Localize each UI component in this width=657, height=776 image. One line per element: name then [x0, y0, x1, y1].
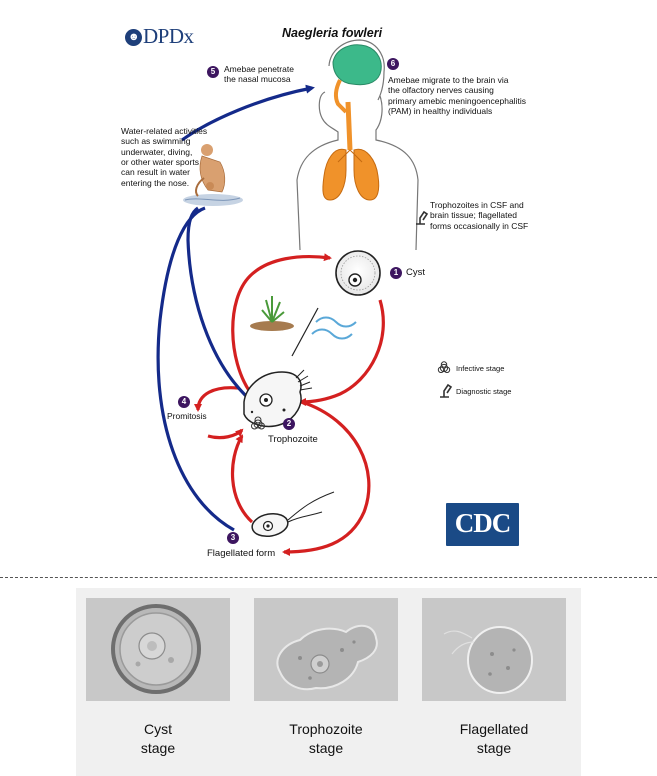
life-cycle-artwork: [156, 39, 453, 556]
step-6-label: Amebae migrate to the brain via the olfa…: [388, 75, 526, 117]
legend-microscope-icon: [440, 383, 453, 398]
cdc-logo: CDC: [446, 503, 519, 546]
dpdx-logo: ☻DPDx: [125, 24, 194, 49]
dpdx-logo-icon: ☻: [125, 29, 142, 46]
cdc-logo-text: CDC: [454, 508, 512, 538]
human-figure: [296, 39, 419, 251]
step-2-badge: 2: [283, 418, 295, 430]
legend-diagnostic-label: Diagnostic stage: [456, 387, 512, 396]
dpdx-logo-text: DPDx: [143, 24, 194, 48]
csf-note: Trophozoites in CSF and brain tissue; fl…: [430, 200, 529, 231]
flagellated-organism: [251, 491, 335, 538]
blue-infection-arrows: [156, 84, 315, 532]
brain-shape: [332, 44, 382, 86]
lung-left: [322, 148, 347, 201]
step-2-label: Trophozoite: [268, 434, 318, 445]
step-1-label: Cyst: [406, 267, 425, 278]
step-4-badge: 4: [178, 396, 190, 408]
legend-biohazard-icon: [437, 361, 451, 373]
step-5-badge: 5: [207, 66, 219, 78]
section-divider: [0, 577, 657, 578]
page-title: Naegleria fowleri: [282, 26, 383, 40]
micrograph-panel: Cyst stage Trophozoite stage Flagellated…: [76, 588, 581, 776]
biohazard-icon: [251, 416, 265, 430]
step-1-badge: 1: [390, 267, 402, 279]
step-3-label: Flagellated form: [207, 548, 276, 559]
lung-right: [353, 148, 380, 201]
trophozoite-micrograph: [254, 598, 398, 701]
flagellated-micrograph: [422, 598, 566, 701]
step-5-label: Amebae penetrate the nasal mucosa: [224, 64, 294, 85]
cyst-caption: Cyst stage: [140, 721, 176, 756]
microscope-icon: [416, 210, 429, 225]
legend-infective-label: Infective stage: [456, 364, 505, 373]
environment-icons: [250, 296, 357, 357]
step-6-badge: 6: [387, 58, 399, 70]
step-4-label: Promitosis: [167, 411, 207, 421]
trophozoite-organism: [243, 369, 313, 428]
water-activities-note: Water-related activities such as swimmin…: [121, 126, 208, 188]
trophozoite-caption: Trophozoite stage: [289, 721, 363, 756]
cyst-organism: [335, 250, 381, 296]
flagellated-caption: Flagellated stage: [459, 721, 529, 756]
cyst-micrograph: [86, 598, 230, 701]
red-cycle-arrows: [194, 253, 385, 556]
step-3-badge: 3: [227, 532, 239, 544]
swimmer-figure: [183, 144, 243, 206]
